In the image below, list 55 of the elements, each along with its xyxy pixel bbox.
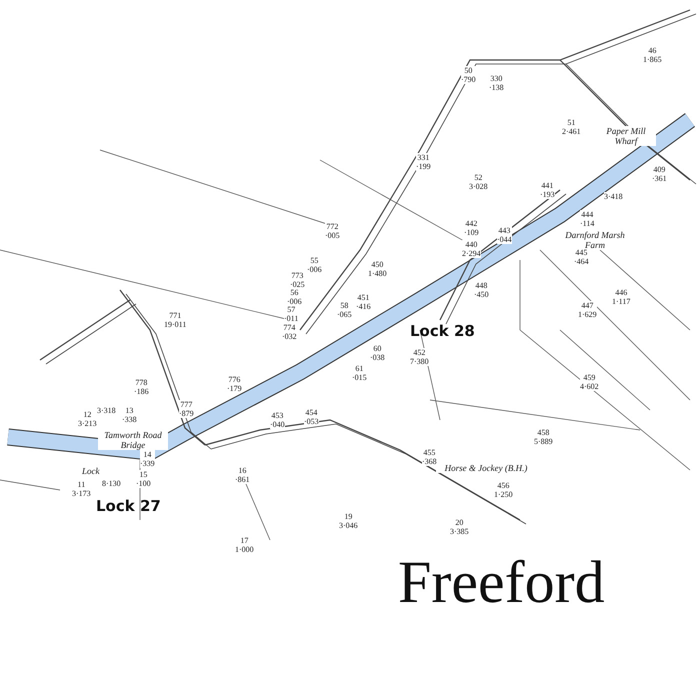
- parcel-number: 442 ·109: [464, 219, 479, 237]
- parcel-number: 446 1·117: [612, 288, 630, 306]
- lock-label: Lock 28: [410, 322, 475, 340]
- parcel-number: 15 ·100: [136, 470, 151, 488]
- parcel-number: 19 3·046: [339, 512, 358, 530]
- parcel-number: 330 ·138: [489, 74, 504, 92]
- parcel-number: 443 ·044: [497, 226, 512, 244]
- parcel-number: 454 ·053: [304, 408, 319, 426]
- parcel-number: 14 ·339: [140, 450, 155, 468]
- parcel-number: 778 ·186: [134, 378, 149, 396]
- parcel-number: 17 1·000: [235, 536, 254, 554]
- place-name: Tamworth Road Bridge: [98, 430, 168, 450]
- parcel-number: 57 ·011: [284, 305, 298, 323]
- parcel-number: 50 ·790: [461, 66, 476, 84]
- parcel-number: 773 ·025: [290, 271, 305, 289]
- parcel-number: 451 ·416: [356, 293, 371, 311]
- parcel-number: 51 2·461: [562, 118, 581, 136]
- parcel-number: 3·418: [604, 192, 623, 201]
- parcel-number: 447 1·629: [578, 301, 597, 319]
- parcel-number: 458 5·889: [534, 428, 553, 446]
- place-name: Lock: [82, 466, 100, 476]
- parcel-number: 331 ·199: [416, 153, 431, 171]
- parcel-number: 777 ·879: [179, 400, 194, 418]
- parcel-number: 445 ·464: [574, 248, 589, 266]
- parcel-number: 11 3·173: [72, 480, 91, 498]
- parcel-number: 776 ·179: [227, 375, 242, 393]
- parcel-number: 459 4·602: [580, 373, 599, 391]
- parcel-number: 455 ·368: [422, 448, 437, 466]
- parcel-number: 771 19·011: [164, 311, 186, 329]
- parcel-number: 60 ·038: [370, 344, 385, 362]
- parcel-number: 440 2·294: [462, 240, 481, 258]
- parcel-number: 56 ·006: [287, 288, 302, 306]
- parcel-number: 409 ·361: [652, 165, 667, 183]
- parcel-number: 450 1·480: [368, 260, 387, 278]
- parcel-number: 20 3·385: [450, 518, 469, 536]
- lock-label: Lock 27: [96, 497, 161, 515]
- parcel-number: 16 ·861: [235, 466, 250, 484]
- parcel-number: 774 ·032: [282, 323, 297, 341]
- parcel-number: 453 ·040: [270, 411, 285, 429]
- parcel-number: 456 1·250: [494, 481, 513, 499]
- parcel-number: 52 3·028: [469, 173, 488, 191]
- parcel-number: 61 ·015: [352, 364, 367, 382]
- parcel-number: 12 3·213: [78, 410, 97, 428]
- parcel-number: 452 7·380: [410, 348, 429, 366]
- parcel-number: 772 ·005: [325, 222, 340, 240]
- parcel-number: 441 ·193: [540, 181, 555, 199]
- parcel-number: 3·318: [97, 406, 116, 415]
- parcel-number: 13 ·338: [122, 406, 137, 424]
- map-title: Freeford: [398, 548, 605, 617]
- parcel-number: 55 ·006: [307, 256, 322, 274]
- parcel-number: 8·130: [102, 479, 121, 488]
- parcel-number: 58 ·065: [337, 301, 352, 319]
- parcel-number: 444 ·114: [580, 210, 594, 228]
- parcel-number: 448 ·450: [474, 281, 489, 299]
- parcel-number: 46 1·865: [643, 46, 662, 64]
